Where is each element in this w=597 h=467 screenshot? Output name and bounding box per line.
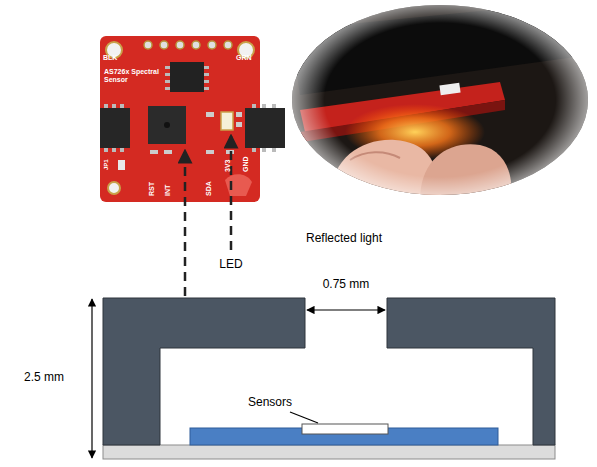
led-pointer bbox=[230, 135, 233, 250]
photo-label: Reflected light bbox=[306, 232, 386, 246]
housing-cross-section bbox=[103, 298, 555, 459]
height-dimension bbox=[91, 299, 92, 458]
part-label: Sensors bbox=[248, 396, 292, 410]
dimension-label: 2.5 mm bbox=[24, 371, 64, 385]
part-label: LED bbox=[219, 258, 242, 272]
jumper-label: JP1 bbox=[103, 159, 110, 170]
pin-label: SDA bbox=[205, 181, 213, 196]
pin-label: RST bbox=[148, 182, 156, 196]
silk-label: AS726x Spectral Sensor bbox=[104, 68, 160, 84]
pin-label: INT bbox=[164, 185, 172, 196]
sensor-pointer bbox=[184, 150, 187, 296]
sensor-board bbox=[100, 36, 285, 202]
aperture-dimension bbox=[307, 309, 385, 310]
pin-label: GND bbox=[242, 156, 250, 172]
silk-label: GRN bbox=[236, 54, 252, 62]
dimension-label: 0.75 mm bbox=[323, 278, 370, 292]
pin-label: 3V3 bbox=[224, 160, 232, 172]
silk-label: BLK bbox=[103, 54, 117, 62]
reflection-photo bbox=[290, 0, 590, 200]
leader-line bbox=[290, 412, 318, 423]
